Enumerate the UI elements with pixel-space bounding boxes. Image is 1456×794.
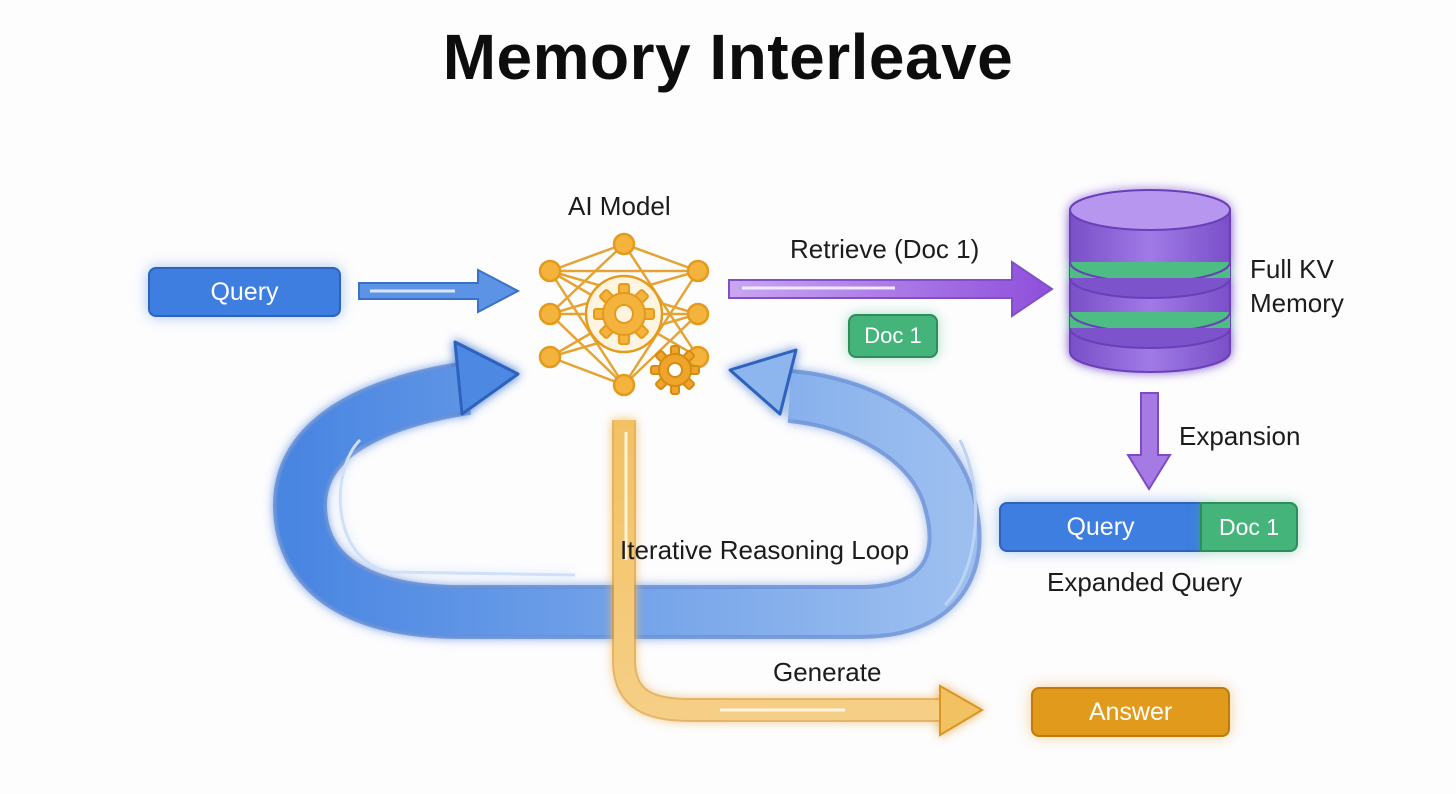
diagram-title: Memory Interleave (442, 21, 1014, 93)
retrieve-label: Retrieve (Doc 1) (790, 234, 980, 264)
expanded-query-part-query: Query (999, 502, 1202, 552)
memory-label-line1: Full KV (1250, 254, 1334, 284)
expanded-query-part-doc: Doc 1 (1200, 502, 1298, 552)
expansion-arrow (1126, 392, 1172, 491)
query-to-model-arrow (358, 268, 521, 314)
answer-box: Answer (1031, 687, 1230, 737)
generate-arrow (612, 420, 984, 737)
loop-label: Iterative Reasoning Loop (620, 535, 910, 565)
gear-icon (593, 283, 655, 345)
query-box: Query (148, 267, 341, 317)
database-icon (1069, 189, 1231, 373)
small-gear-icon (650, 345, 700, 395)
ai-model-label: AI Model (568, 191, 671, 221)
generate-label: Generate (773, 657, 882, 687)
reasoning-loop-arrow (272, 340, 982, 639)
expansion-label: Expansion (1179, 421, 1301, 451)
retrieve-arrow (728, 260, 1054, 318)
expanded-query-caption: Expanded Query (1047, 567, 1243, 597)
retrieved-doc-box: Doc 1 (848, 314, 938, 358)
memory-label-line2: Memory (1250, 288, 1344, 318)
